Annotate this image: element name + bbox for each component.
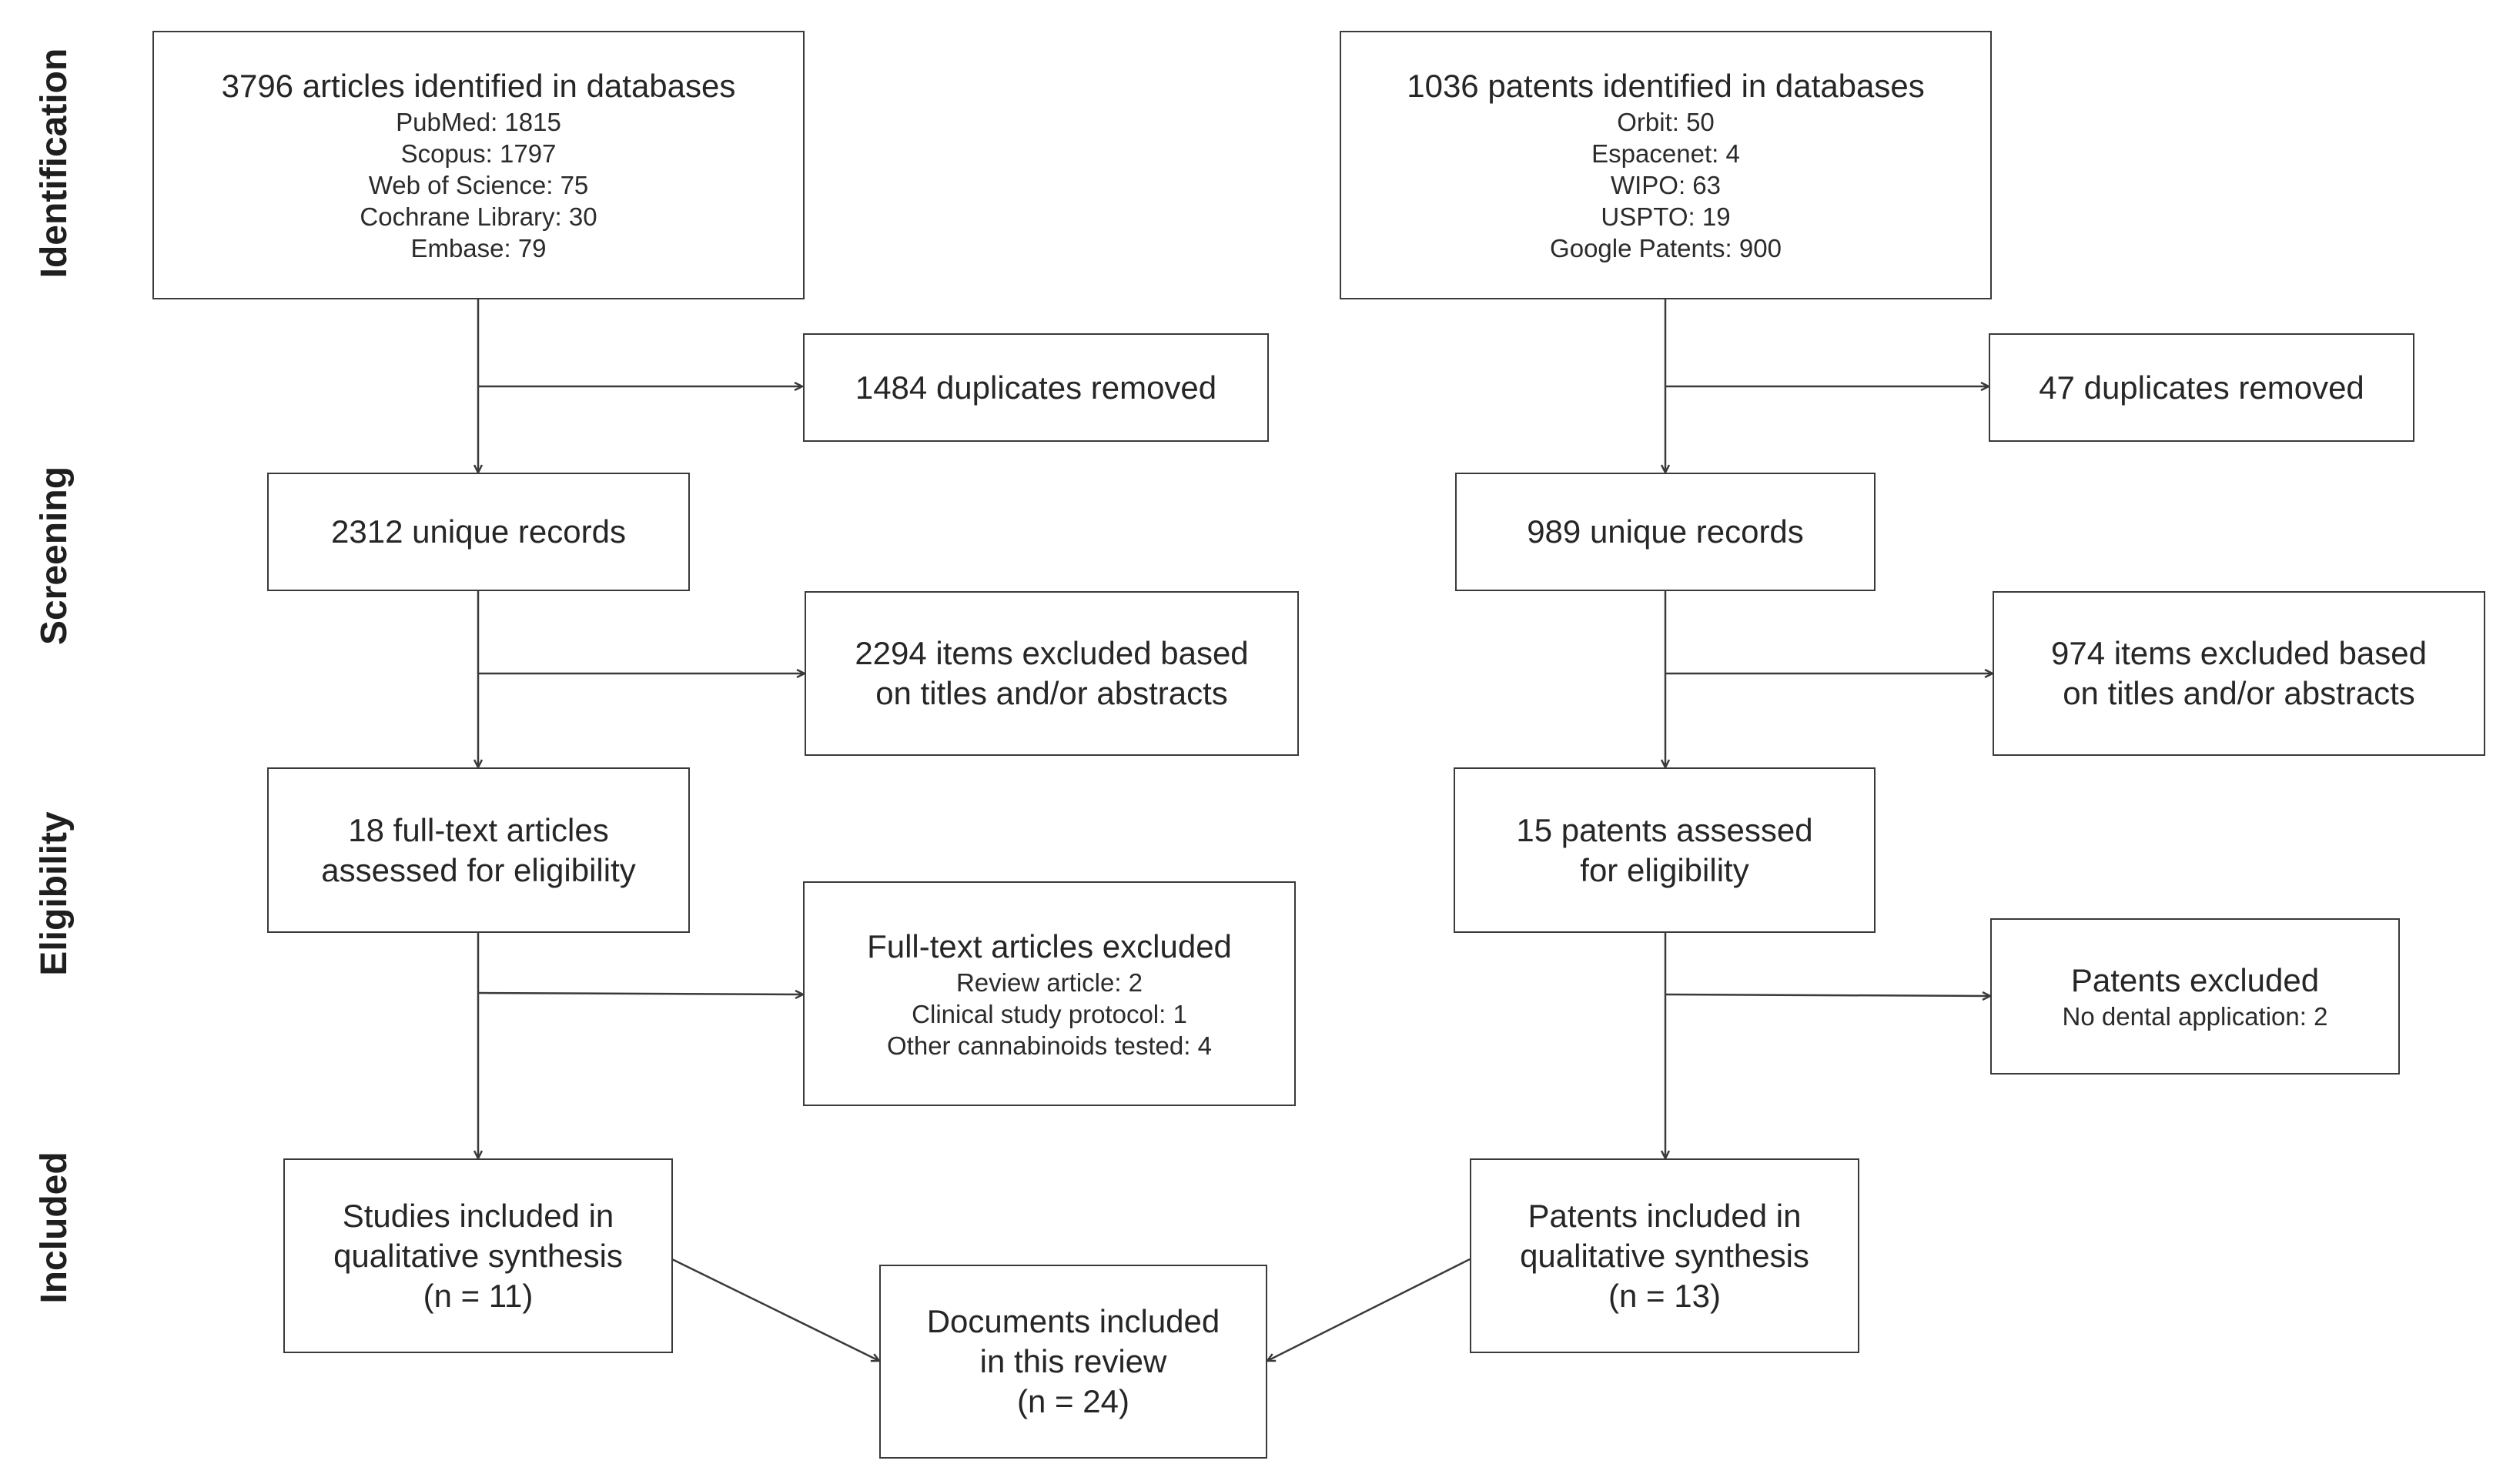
stage-label-identification: Identification [33, 48, 75, 279]
articles-source-scopus: Scopus: 1797 [400, 139, 557, 168]
studies-included-count: (n = 11) [423, 1277, 534, 1314]
articles-elig-excluded-reason-cannabinoids: Other cannabinoids tested: 4 [887, 1031, 1212, 1060]
articles-elig-excluded-reason-protocol: Clinical study protocol: 1 [912, 999, 1187, 1028]
articles-duplicates-text: 1484 duplicates removed [855, 369, 1217, 406]
patents-screen-excluded-box: 974 items excluded based on titles and/o… [1993, 591, 2485, 756]
studies-included-line-2: qualitative synthesis [333, 1237, 623, 1274]
patents-identified-box: 1036 patents identified in databases Orb… [1340, 31, 1992, 299]
articles-screen-excluded-box: 2294 items excluded based on titles and/… [805, 591, 1299, 756]
articles-elig-excluded-reason-review: Review article: 2 [955, 968, 1143, 997]
patents-source-orbit: Orbit: 50 [1617, 108, 1715, 136]
patents-source-wipo: WIPO: 63 [1610, 171, 1722, 199]
arrow-articles-to-elig-excluded [477, 993, 803, 994]
articles-elig-excluded-box: Full-text articles excluded Review artic… [803, 881, 1296, 1106]
articles-source-web-of-science: Web of Science: 75 [368, 171, 589, 199]
patents-assessed-line-1: 15 patents assessed [1516, 811, 1813, 848]
patents-included-box: Patents included in qualitative synthesi… [1470, 1158, 1859, 1353]
articles-identified-title: 3796 articles identified in databases [221, 68, 736, 104]
articles-assessed-line-1: 18 full-text articles [348, 811, 609, 848]
studies-included-box: Studies included in qualitative synthesi… [283, 1158, 673, 1353]
articles-source-pubmed: PubMed: 1815 [396, 108, 561, 136]
patents-included-line-2: qualitative synthesis [1520, 1237, 1809, 1274]
articles-unique-text: 2312 unique records [331, 513, 626, 550]
patents-screen-excluded-line-2: on titles and/or abstracts [2063, 675, 2415, 711]
review-included-count: (n = 24) [1017, 1383, 1129, 1419]
articles-screen-excluded-line-2: on titles and/or abstracts [875, 675, 1228, 711]
arrow-patents-to-elig-excluded [1665, 994, 1990, 996]
patents-source-google-patents: Google Patents: 900 [1550, 234, 1782, 262]
patents-identified-title: 1036 patents identified in databases [1407, 68, 1925, 104]
patents-duplicates-box: 47 duplicates removed [1989, 333, 2414, 442]
articles-unique-box: 2312 unique records [267, 473, 690, 591]
stage-label-included: Included [33, 1151, 75, 1304]
patents-assessed-line-2: for eligibility [1580, 851, 1749, 888]
patents-unique-text: 989 unique records [1527, 513, 1804, 550]
articles-duplicates-box: 1484 duplicates removed [803, 333, 1269, 442]
review-included-line-1: Documents included [926, 1303, 1220, 1339]
articles-elig-excluded-title: Full-text articles excluded [867, 928, 1232, 964]
patents-duplicates-text: 47 duplicates removed [2039, 369, 2364, 406]
patents-assessed-box: 15 patents assessed for eligibility [1454, 767, 1876, 933]
stage-label-eligibility: Eligibility [33, 811, 75, 976]
articles-assessed-line-2: assessed for eligibility [321, 851, 636, 888]
review-included-line-2: in this review [979, 1343, 1167, 1379]
patents-source-espacenet: Espacenet: 4 [1591, 139, 1740, 168]
patents-elig-excluded-title: Patents excluded [2070, 962, 2320, 998]
stage-label-screening: Screening [33, 466, 75, 646]
arrow-patents-to-review [1267, 1258, 1471, 1361]
articles-source-embase: Embase: 79 [410, 234, 547, 262]
patents-source-uspto: USPTO: 19 [1601, 202, 1731, 231]
patents-included-line-1: Patents included in [1528, 1197, 1802, 1234]
articles-screen-excluded-line-1: 2294 items excluded based [855, 635, 1249, 671]
patents-screen-excluded-line-1: 974 items excluded based [2051, 635, 2427, 671]
studies-included-line-1: Studies included in [342, 1197, 614, 1234]
review-included-box: Documents included in this review (n = 2… [879, 1265, 1267, 1459]
patents-unique-box: 989 unique records [1455, 473, 1876, 591]
articles-assessed-box: 18 full-text articles assessed for eligi… [267, 767, 690, 933]
patents-included-count: (n = 13) [1608, 1277, 1721, 1314]
arrow-studies-to-review [671, 1258, 879, 1361]
patents-elig-excluded-box: Patents excluded No dental application: … [1990, 918, 2400, 1075]
patents-elig-excluded-reason-dental: No dental application: 2 [2062, 1002, 2328, 1031]
articles-source-cochrane: Cochrane Library: 30 [360, 202, 597, 231]
articles-identified-box: 3796 articles identified in databases Pu… [152, 31, 805, 299]
